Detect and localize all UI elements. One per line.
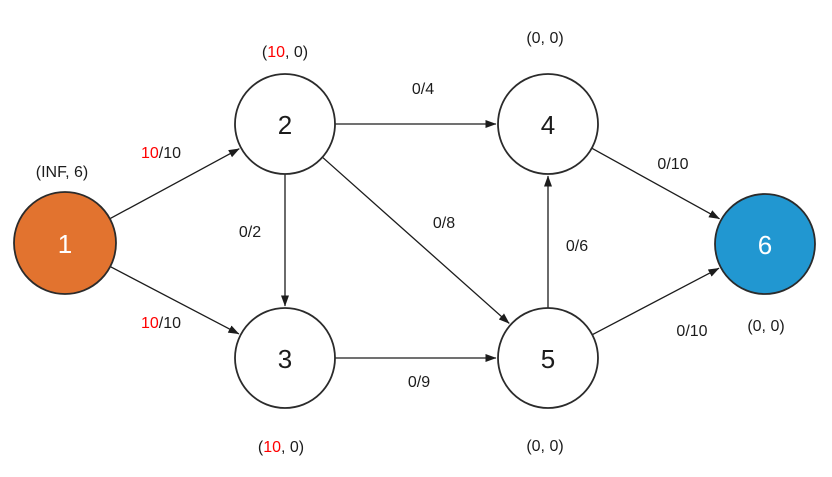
node-2-annotation: (10, 0) (262, 44, 308, 61)
node-2: 2 (234, 73, 336, 175)
edge-2-4-label: 0/4 (412, 81, 434, 98)
edge-5-6 (591, 267, 720, 336)
node-6-circle (714, 193, 816, 295)
node-4-label: 4 (541, 110, 555, 140)
edge-3-5-label: 0/9 (408, 374, 430, 391)
edge-1-3-label: 10/10 (141, 315, 181, 332)
node-6: 6 (714, 193, 816, 295)
node-3: 3 (234, 307, 336, 409)
node-1-annotation: (INF, 6) (36, 164, 88, 181)
edge-4-6 (591, 147, 720, 220)
node-1-label: 1 (58, 229, 72, 259)
edge-1-3 (109, 266, 240, 335)
node-4-annotation: (0, 0) (526, 30, 563, 47)
edge-1-2-label: 10/10 (141, 145, 181, 162)
edge-2-5 (321, 156, 510, 324)
node-3-annotation: (10, 0) (258, 439, 304, 456)
node-2-circle (234, 73, 336, 175)
edge-4-6-label: 0/10 (657, 156, 688, 173)
edge-1-2 (109, 148, 240, 220)
node-5-annotation: (0, 0) (526, 438, 563, 455)
edge-5-6-label: 0/10 (676, 323, 707, 340)
edge-5-4-label: 0/6 (566, 238, 588, 255)
node-3-label: 3 (278, 344, 292, 374)
node-1-circle (13, 191, 117, 295)
node-4: 4 (497, 73, 599, 175)
node-6-annotation: (0, 0) (747, 318, 784, 335)
node-6-label: 6 (758, 230, 772, 260)
node-3-circle (234, 307, 336, 409)
node-4-circle (497, 73, 599, 175)
node-5-label: 5 (541, 344, 555, 374)
edge-2-5-label: 0/8 (433, 215, 455, 232)
edge-2-3-label: 0/2 (239, 224, 261, 241)
node-5: 5 (497, 307, 599, 409)
node-5-circle (497, 307, 599, 409)
node-1: 1 (13, 191, 117, 295)
node-2-label: 2 (278, 110, 292, 140)
